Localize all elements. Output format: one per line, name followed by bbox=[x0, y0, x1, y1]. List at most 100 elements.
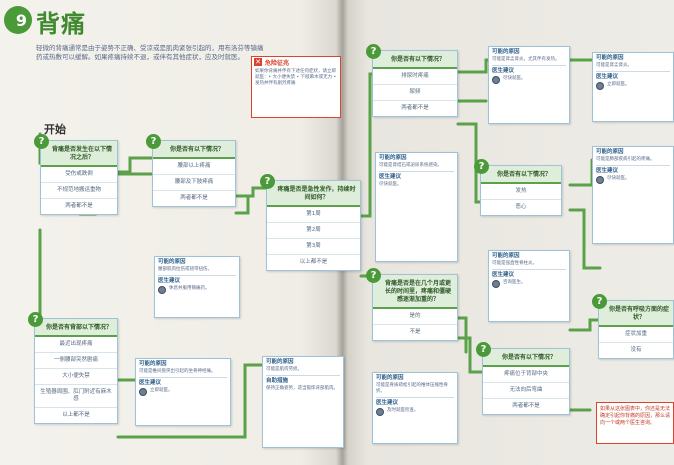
question-title: 你是否有以下情况？ bbox=[373, 51, 457, 69]
cause-text: 可能是椎间盘突出引起的坐骨神经痛。 bbox=[139, 369, 216, 374]
doctor-icon bbox=[139, 388, 147, 396]
warning-x-icon: ✕ bbox=[254, 58, 262, 66]
connector-line bbox=[234, 194, 250, 215]
question-title: 你是否有以下情况？ bbox=[153, 141, 235, 159]
cause-heading: 可能的原因 bbox=[139, 361, 167, 367]
consult-doctor-text: 如果从这张图表中，你还是无法确定引起你背痛的原因，那么请向一个或两个医生咨询。 bbox=[600, 406, 671, 426]
answer-option[interactable]: 以上都不是 bbox=[62, 412, 90, 418]
advice-text: 及时就医检查。 bbox=[387, 408, 419, 413]
question-title: 背痛是否是在几个月或更长的时间里，疼痛和僵硬感逐渐加重的？ bbox=[373, 275, 457, 309]
connector-line bbox=[568, 158, 594, 187]
question-box-9: ? 你是否有呼吸方面的症状？ 症状加重 没有 bbox=[592, 294, 674, 359]
cause-box-5: 可能的原因 可能是肾结石或泌尿系统感染。 医生建议 尽快就医。 bbox=[375, 152, 458, 262]
answer-option[interactable]: 第1周 bbox=[267, 207, 360, 223]
advice-heading: 医生建议 bbox=[492, 68, 515, 74]
doctor-icon bbox=[492, 76, 500, 84]
answer-option[interactable]: 大小便失禁 bbox=[35, 369, 117, 385]
answer-option[interactable]: 两者都不是 bbox=[512, 403, 540, 409]
cause-heading: 可能的原因 bbox=[492, 253, 520, 259]
question-mark-icon: ? bbox=[146, 134, 161, 149]
doctor-icon bbox=[158, 286, 166, 294]
cause-box-6: 可能的原因 可能是强直性脊柱炎。 医生建议 咨询医生。 bbox=[488, 250, 570, 322]
doctor-icon bbox=[376, 408, 384, 416]
question-box-8: ? 你是否有以下情况？ 疼痛位于背部中央 无法向后弯曲 两者都不是 bbox=[476, 342, 570, 415]
advice-heading: 医生建议 bbox=[596, 168, 619, 174]
cause-text: 可能是肌肉劳损。 bbox=[266, 367, 302, 372]
question-title: 你是否有以下情况？ bbox=[481, 166, 561, 184]
answer-option[interactable]: 不是 bbox=[409, 329, 421, 335]
question-mark-icon: ? bbox=[260, 174, 275, 189]
answer-option[interactable]: 生殖器周围、肛门附近有麻木感 bbox=[35, 385, 117, 408]
page-number-badge: 9 bbox=[4, 6, 32, 34]
answer-option[interactable]: 一侧腰部突然剧痛 bbox=[35, 353, 117, 369]
answer-option[interactable]: 疼痛位于背部中央 bbox=[483, 367, 569, 383]
advice-text: 立即就医。 bbox=[150, 388, 173, 393]
cause-text: 腰部肌肉拉伤或韧带扭伤。 bbox=[158, 267, 212, 272]
answer-option[interactable]: 是的 bbox=[373, 309, 457, 325]
answer-option[interactable]: 第2周 bbox=[267, 223, 360, 239]
advice-heading: 医生建议 bbox=[492, 272, 515, 278]
danger-signs-text: 如果你背痛并伴有下述任何症状，请立即就医：• 大小便失禁 • 下肢麻木或无力 •… bbox=[255, 69, 337, 86]
connector-line bbox=[456, 316, 468, 354]
advice-text: 尽快就医。 bbox=[503, 76, 526, 81]
answer-option[interactable]: 排尿时疼痛 bbox=[373, 69, 457, 85]
question-title: 背痛是否发生在以下情况之后？ bbox=[41, 141, 117, 167]
answer-option[interactable]: 第3周 bbox=[267, 239, 360, 255]
cause-box-10: 可能的原因 可能是肾盂肾炎。 医生建议 立即就医。 bbox=[592, 52, 674, 122]
cause-heading: 可能的原因 bbox=[376, 375, 404, 381]
question-mark-icon: ? bbox=[34, 134, 49, 149]
answer-option[interactable]: 没有 bbox=[630, 347, 642, 353]
advice-heading: 医生建议 bbox=[376, 400, 399, 406]
doctor-icon bbox=[596, 82, 604, 90]
answer-option[interactable]: 无法向后弯曲 bbox=[483, 383, 569, 399]
cause-box-9: 可能的原因 可能是肺部疾病引起的疼痛。 医生建议 尽快就医。 bbox=[592, 146, 674, 244]
question-title: 疼痛是否是急性发作，持续时间如何？ bbox=[267, 181, 360, 207]
answer-option[interactable]: 尿频 bbox=[373, 85, 457, 101]
connector-line bbox=[234, 186, 268, 198]
answer-option[interactable]: 不规范地搬运重物 bbox=[41, 183, 117, 199]
advice-heading: 医生建议 bbox=[596, 74, 619, 80]
answer-option[interactable]: 发热 bbox=[481, 184, 561, 200]
answer-option[interactable]: 最近出现疼痛 bbox=[35, 337, 117, 353]
answer-option[interactable]: 恶心 bbox=[515, 204, 527, 210]
advice-text: 保持正确姿势，适当锻炼背部肌肉。 bbox=[266, 386, 338, 391]
cause-heading: 可能的原因 bbox=[158, 259, 186, 265]
question-mark-icon: ? bbox=[28, 312, 43, 327]
answer-option[interactable]: 两者都不是 bbox=[180, 195, 208, 201]
question-title: 你是否有以下情况？ bbox=[483, 349, 569, 367]
advice-text: 尽快就医。 bbox=[607, 176, 630, 181]
question-box-3: ? 疼痛是否是急性发作，持续时间如何？ 第1周 第2周 第3周 以上都不是 bbox=[260, 174, 361, 271]
cause-text: 可能是强直性脊柱炎。 bbox=[492, 261, 537, 266]
connector-line bbox=[456, 58, 490, 74]
danger-signs-title: 危险征兆 bbox=[265, 60, 290, 67]
answer-option[interactable]: 两者都不是 bbox=[401, 105, 429, 111]
question-mark-icon: ? bbox=[474, 159, 489, 174]
question-box-7: ? 背痛是否是在几个月或更长的时间里，疼痛和僵硬感逐渐加重的？ 是的 不是 bbox=[366, 268, 458, 341]
answer-option[interactable]: 两者都不是 bbox=[65, 203, 93, 209]
advice-heading: 医生建议 bbox=[139, 380, 162, 386]
start-label: 开始 bbox=[44, 123, 66, 136]
cause-box-2: 可能的原因 可能是肾盂肾炎，尤其伴有发热。 医生建议 尽快就医。 bbox=[488, 46, 570, 124]
connector-line bbox=[116, 363, 264, 439]
advice-text: 立即就医。 bbox=[607, 82, 630, 87]
page-title: 背痛 bbox=[36, 10, 86, 38]
connector-line bbox=[456, 336, 484, 374]
answer-option[interactable]: 腰部及下肢疼痛 bbox=[153, 175, 235, 191]
cause-text: 可能是骨质疏松引起的椎体压缩性骨折。 bbox=[376, 383, 448, 394]
question-box-1: ? 背痛是否发生在以下情况之后？ 受伤或跌倒 不规范地搬运重物 两者都不是 bbox=[34, 134, 118, 215]
answer-option[interactable]: 以上都不是 bbox=[299, 259, 328, 265]
question-box-6: ? 你是否有以下情况？ 发热 恶心 bbox=[474, 159, 562, 216]
advice-heading: 医生建议 bbox=[379, 174, 402, 180]
cause-box-1: 可能的原因 腰部肌肉拉伤或韧带扭伤。 医生建议 休息并服用镇痛药。 bbox=[154, 256, 240, 318]
advice-heading: 医生建议 bbox=[158, 278, 181, 284]
connector-line bbox=[568, 318, 600, 332]
question-mark-icon: ? bbox=[592, 294, 607, 309]
answer-option[interactable]: 症状加重 bbox=[599, 327, 673, 343]
answer-option[interactable]: 受伤或跌倒 bbox=[41, 167, 117, 183]
connector-line bbox=[359, 72, 374, 218]
advice-text: 尽快就医。 bbox=[379, 182, 402, 187]
cause-text: 可能是肾盂肾炎。 bbox=[596, 63, 632, 68]
intro-paragraph: 轻微的背痛通常是由于姿势不正确、受凉或是肌肉紧张引起的，用布洛芬等镇痛药或热敷可… bbox=[36, 44, 264, 61]
question-mark-icon: ? bbox=[476, 342, 491, 357]
answer-option[interactable]: 腰部以上疼痛 bbox=[153, 159, 235, 175]
